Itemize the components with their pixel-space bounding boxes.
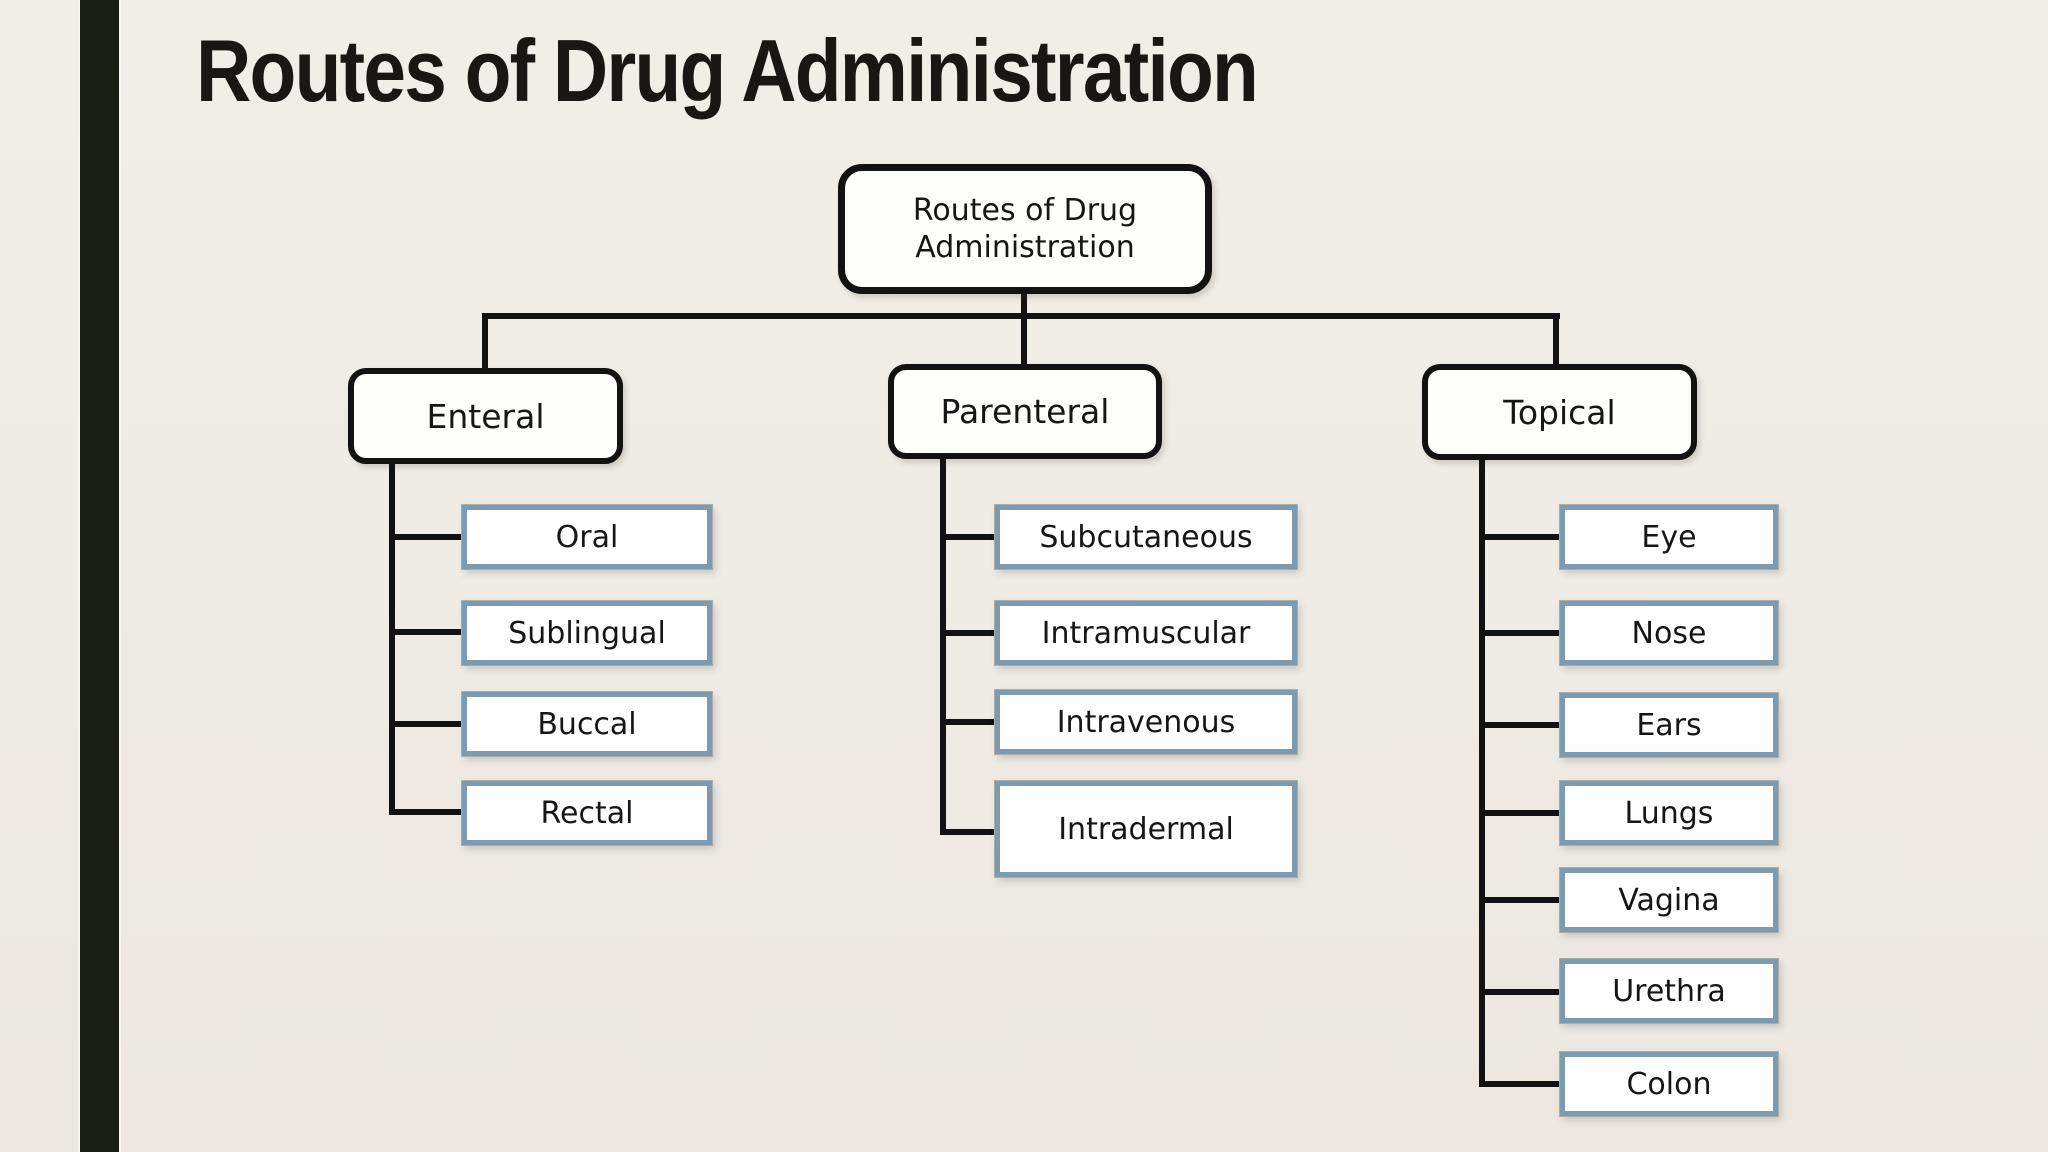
connector-line xyxy=(940,630,1000,636)
node-colon: Colon xyxy=(1560,1052,1778,1116)
connector-line xyxy=(1479,810,1565,816)
node-sublingual: Sublingual xyxy=(462,601,712,665)
node-intradermal: Intradermal xyxy=(995,781,1297,877)
connector-line xyxy=(389,629,467,635)
connector-line xyxy=(482,313,1560,319)
connector-line xyxy=(940,829,1000,835)
connector-line xyxy=(389,460,395,815)
connector-line xyxy=(940,719,1000,725)
connector-line xyxy=(1479,630,1565,636)
node-vagina: Vagina xyxy=(1560,868,1778,932)
node-subcutaneous: Subcutaneous xyxy=(995,505,1297,569)
connector-line xyxy=(1479,897,1565,903)
node-urethra: Urethra xyxy=(1560,959,1778,1023)
node-ears: Ears xyxy=(1560,693,1778,757)
node-intravenous: Intravenous xyxy=(995,690,1297,754)
branch-parenteral: Parenteral xyxy=(888,364,1162,459)
left-accent-bar xyxy=(80,0,119,1152)
connector-line xyxy=(1021,292,1027,370)
connector-line xyxy=(940,455,946,835)
connector-line xyxy=(482,316,488,370)
branch-enteral: Enteral xyxy=(348,368,623,464)
connector-line xyxy=(1479,989,1565,995)
node-nose: Nose xyxy=(1560,601,1778,665)
connector-line xyxy=(389,809,467,815)
connector-line xyxy=(1479,722,1565,728)
connector-line xyxy=(1479,1081,1565,1087)
slide-title: Routes of Drug Administration xyxy=(196,21,1259,120)
node-eye: Eye xyxy=(1560,505,1778,569)
connector-line xyxy=(940,534,1000,540)
connector-line xyxy=(389,721,467,727)
connector-line xyxy=(1479,456,1485,1087)
node-buccal: Buccal xyxy=(462,692,712,756)
node-oral: Oral xyxy=(462,505,712,569)
connector-line xyxy=(389,534,467,540)
node-lungs: Lungs xyxy=(1560,781,1778,845)
root-node: Routes of Drug Administration xyxy=(838,164,1212,294)
node-intramuscular: Intramuscular xyxy=(995,601,1297,665)
connector-line xyxy=(1479,534,1565,540)
node-rectal: Rectal xyxy=(462,781,712,845)
branch-topical: Topical xyxy=(1422,364,1697,460)
connector-line xyxy=(1553,316,1559,366)
